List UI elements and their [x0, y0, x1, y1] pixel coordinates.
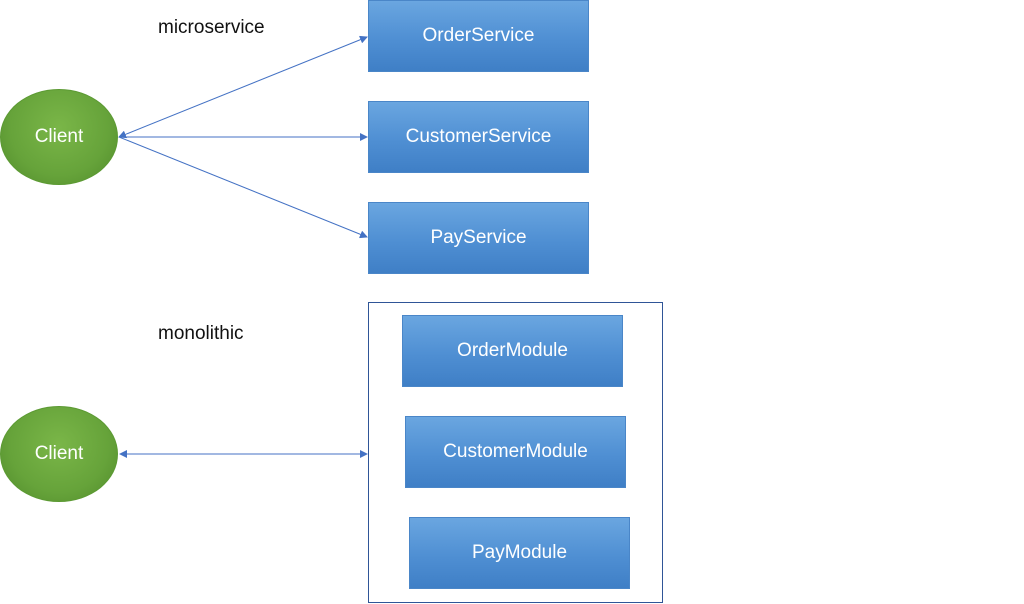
client-node-monolithic: Client [0, 406, 118, 502]
customer-service-box: CustomerService [368, 101, 589, 173]
microservice-label: microservice [158, 17, 265, 38]
order-module-box: OrderModule [402, 315, 623, 387]
monolithic-label: monolithic [158, 323, 244, 344]
pay-module-box: PayModule [409, 517, 630, 589]
customer-module-box: CustomerModule [405, 416, 626, 488]
client-label: Client [34, 443, 84, 464]
arrow-client-to-order-service [118, 35, 368, 139]
client-label: Client [34, 126, 84, 147]
order-service-box: OrderService [368, 0, 589, 72]
client-node-microservice: Client [0, 89, 118, 185]
pay-service-box: PayService [368, 202, 589, 274]
arrow-client-to-pay-service [118, 136, 368, 239]
